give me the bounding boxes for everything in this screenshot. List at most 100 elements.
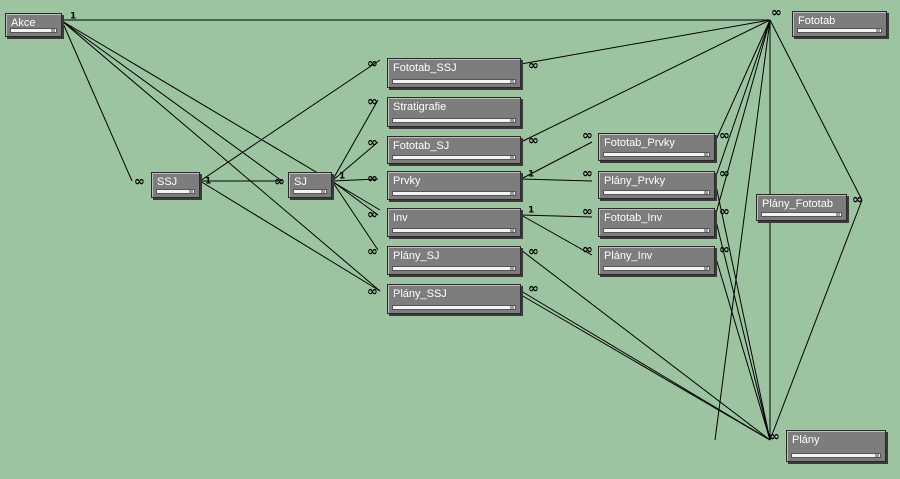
relationship-line[interactable] [769,19,863,201]
cardinality-many-label: ∞ [582,243,593,258]
table-fototab-prvky[interactable]: Fototab_Prvky [598,133,715,161]
cardinality-one-label: 1 [70,12,76,22]
cardinality-one-label: 1 [339,172,345,182]
field-list[interactable] [392,228,516,233]
table-title: Plány [792,434,820,446]
table-title: Plány_SJ [393,250,440,262]
relationship-line[interactable] [61,20,381,292]
field-list[interactable] [392,118,516,123]
field-list[interactable] [603,266,710,271]
relationship-line[interactable] [714,254,771,441]
relationship-line[interactable] [714,19,771,143]
table-fototab-sj[interactable]: Fototab_SJ [387,136,521,164]
cardinality-many-label: ∞ [719,129,730,144]
cardinality-many-label: ∞ [528,59,539,74]
relationship-line[interactable] [714,19,771,218]
relationship-line[interactable] [331,178,379,182]
field-list[interactable] [392,79,516,84]
table-plany-inv[interactable]: Plány_Inv [598,246,715,275]
table-title: Stratigrafie [393,101,447,113]
cardinality-many-label: ∞ [719,205,730,220]
relationship-line[interactable] [769,199,863,441]
table-title: Fototab_Prvky [604,137,675,149]
cardinality-many-label: ∞ [367,245,378,260]
cardinality-many-label: ∞ [134,175,145,190]
cardinality-many-label: ∞ [719,243,730,258]
table-akce[interactable]: Akce [5,13,62,37]
field-list[interactable] [797,28,882,33]
cardinality-many-label: ∞ [367,136,378,151]
relationship-line[interactable] [714,19,771,441]
cardinality-many-label: ∞ [367,95,378,110]
relationship-line[interactable] [520,290,771,441]
relationship-line[interactable] [520,141,593,180]
table-title: Plány_Prvky [604,175,666,187]
table-title: Plány_SSJ [393,288,447,300]
field-list[interactable] [791,453,881,458]
cardinality-many-label: ∞ [367,172,378,187]
field-list[interactable] [603,228,710,233]
table-plany[interactable]: Plány [786,430,886,462]
cardinality-many-label: ∞ [582,129,593,144]
relationship-line[interactable] [199,180,381,292]
cardinality-many-label: ∞ [719,167,730,182]
field-list[interactable] [156,189,195,194]
table-title: Prvky [393,175,421,187]
field-list[interactable] [293,189,327,194]
relationship-line[interactable] [714,180,771,441]
table-inv[interactable]: Inv [387,208,521,237]
field-list[interactable] [392,155,516,160]
relationship-line[interactable] [520,178,593,182]
relationship-line[interactable] [520,214,593,218]
table-ssj[interactable]: SSJ [151,172,200,198]
table-plany-ssj[interactable]: Plány_SSJ [387,284,521,314]
table-stratigrafie[interactable]: Stratigrafie [387,97,521,127]
relationship-line[interactable] [331,99,379,182]
relationship-line[interactable] [520,19,771,143]
field-list[interactable] [603,190,710,195]
relationship-line[interactable] [331,180,379,251]
cardinality-many-label: ∞ [367,57,378,72]
relationship-line[interactable] [520,249,771,441]
cardinality-many-label: ∞ [528,282,539,297]
relationship-line[interactable] [61,20,283,182]
field-list[interactable] [761,212,842,217]
table-plany-fototab[interactable]: Plány_Fototab [756,194,847,221]
cardinality-many-label: ∞ [528,245,539,260]
table-title: Inv [393,212,408,224]
table-fototab-ssj[interactable]: Fototab_SSJ [387,58,521,88]
field-list[interactable] [392,191,516,196]
table-fototab[interactable]: Fototab [792,11,887,37]
table-title: Fototab_SJ [393,140,450,152]
cardinality-many-label: ∞ [582,205,593,220]
relationship-line[interactable] [331,141,379,182]
relationship-line[interactable] [61,20,133,182]
table-title: Plány_Inv [604,250,653,262]
table-fototab-inv[interactable]: Fototab_Inv [598,208,715,237]
relationship-line[interactable] [199,59,381,182]
relationship-line[interactable] [520,294,771,441]
field-list[interactable] [603,152,710,157]
relationship-line[interactable] [520,19,771,65]
field-list[interactable] [392,266,516,271]
cardinality-many-label: ∞ [582,167,593,182]
cardinality-many-label: ∞ [367,208,378,223]
field-list[interactable] [10,28,57,33]
table-plany-prvky[interactable]: Plány_Prvky [598,171,715,199]
relationship-line[interactable] [714,19,771,180]
table-plany-sj[interactable]: Plány_SJ [387,246,521,275]
table-title: Fototab [798,15,836,27]
table-sj[interactable]: SJ [288,172,332,198]
cardinality-many-label: ∞ [769,430,780,445]
relationship-line[interactable] [520,214,593,256]
cardinality-many-label: ∞ [852,193,863,208]
relationship-line[interactable] [331,180,379,216]
cardinality-many-label: ∞ [528,134,539,149]
relationship-line[interactable] [714,216,771,441]
field-list[interactable] [392,305,516,310]
table-prvky[interactable]: Prvky [387,171,521,200]
table-title: Akce [11,17,36,29]
table-title: Fototab_Inv [604,212,663,224]
cardinality-one-label: 1 [528,206,534,216]
